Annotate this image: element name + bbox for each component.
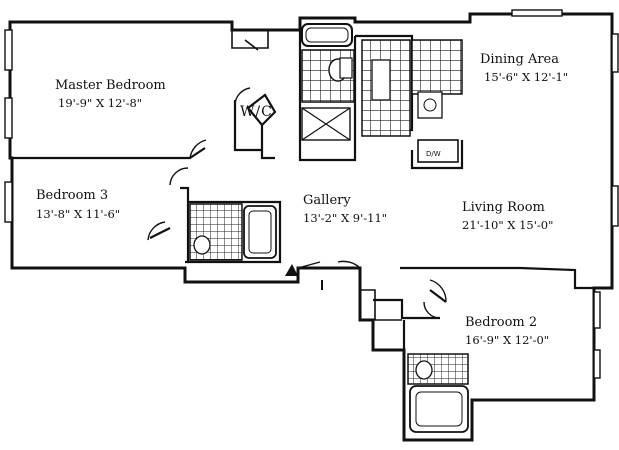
bedroom2-dimensions: 16'-9" X 12'-0" [465,333,550,347]
wc-label: W/C [240,104,273,120]
bedroom2-bath [407,353,469,433]
windows [4,9,619,379]
hall-bath [189,203,277,261]
exterior-walls [8,12,614,442]
bedroom2-name: Bedroom 2 [465,315,538,330]
bedroom3-name: Bedroom 3 [36,188,109,203]
appliance-label: D/W [426,150,441,158]
gallery-name: Gallery [303,193,351,208]
living-room-dimensions: 21'-10" X 15'-0" [462,218,554,232]
dining-area-name: Dining Area [480,52,559,67]
kitchen: D/W [361,39,463,163]
closets [231,30,402,321]
gallery-dimensions: 13'-2" X 9'-11" [303,211,388,225]
master-bedroom-name: Master Bedroom [55,78,166,93]
dining-area-dimensions: 15'-6" X 12'-1" [484,70,569,84]
stair-marker [285,264,323,290]
living-room-name: Living Room [462,200,545,215]
interior-walls [12,18,594,350]
master-bath [301,23,355,141]
master-bedroom-dimensions: 19'-9" X 12'-8" [58,96,143,110]
door-swings [147,87,447,319]
bedroom3-dimensions: 13'-8" X 11'-6" [36,207,121,221]
